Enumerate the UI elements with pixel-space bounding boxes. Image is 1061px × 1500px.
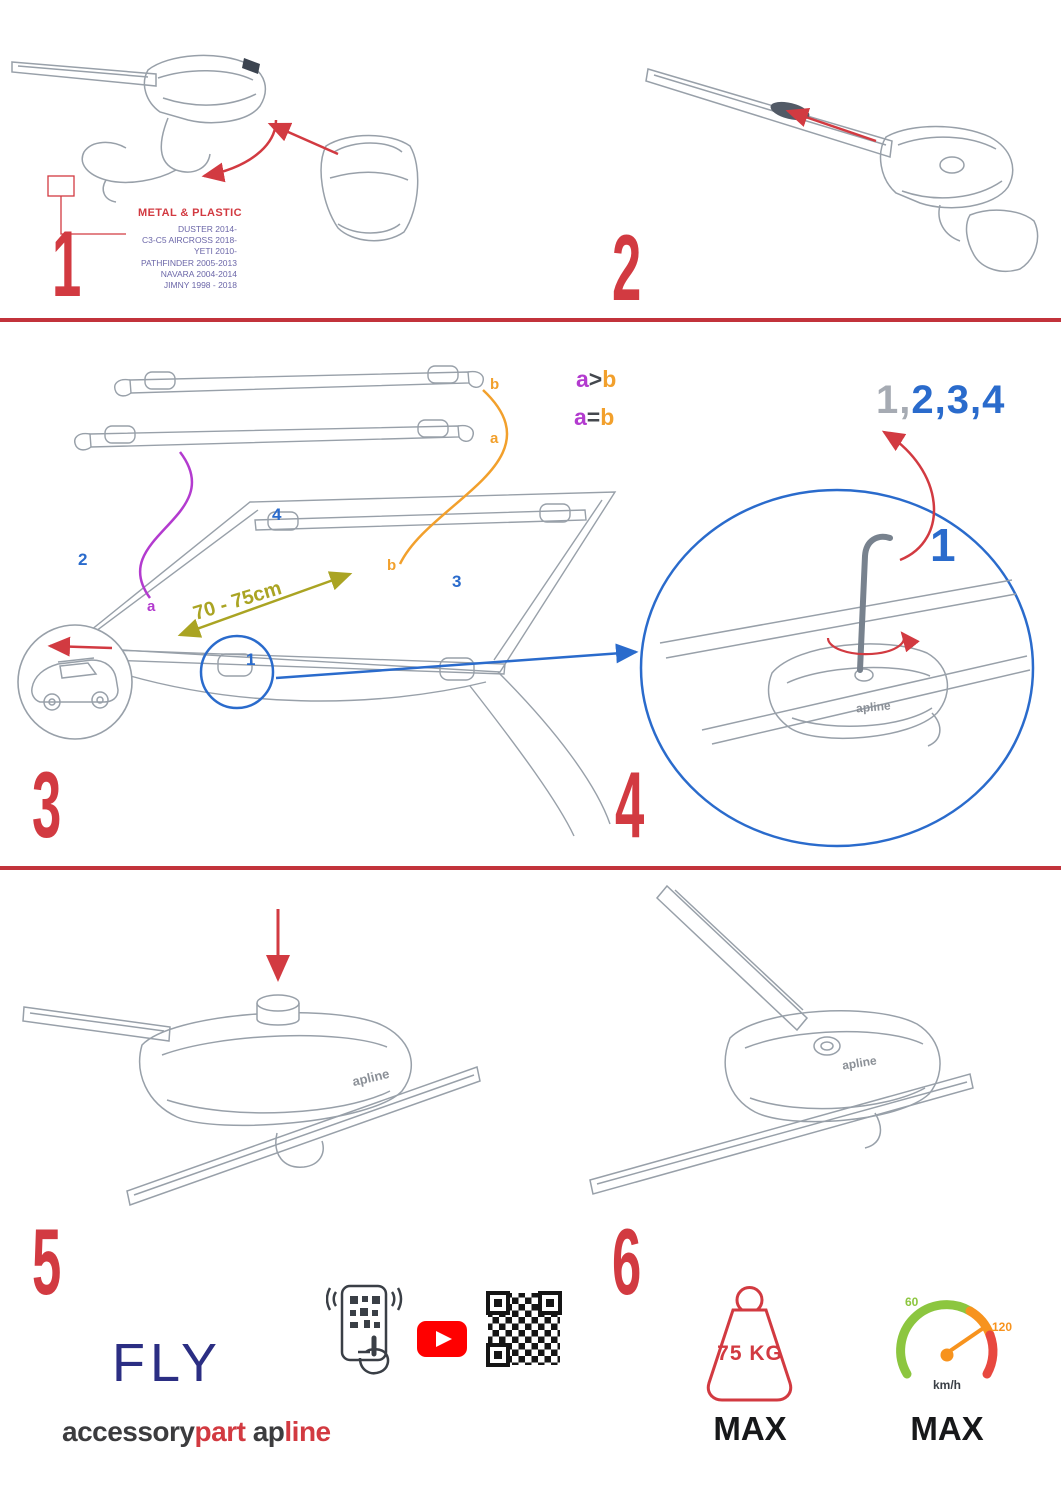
brand-line: line (284, 1416, 331, 1447)
badge-shape (242, 58, 260, 74)
speedometer-icon (896, 1300, 998, 1379)
weight-max-label: MAX (713, 1410, 787, 1447)
sequence-rest: 2,3,4 (911, 378, 1006, 422)
arrow-cover-to-foot (267, 122, 339, 156)
brand-ap: ap (252, 1416, 285, 1447)
step5-number: 5 (32, 1209, 62, 1314)
play-icon (436, 1331, 452, 1347)
material-label: METAL & PLASTIC (138, 207, 242, 219)
step6-mounted-foot-diagram (589, 884, 974, 1195)
arrow-foot-into-bar (785, 107, 877, 143)
rule-a-equals-b: a=b (574, 404, 614, 431)
car-direction-arrow (47, 636, 113, 657)
sequence-step-callout: 1 (930, 519, 956, 571)
product-name: FLY (112, 1333, 223, 1393)
clamp-callout-box (47, 175, 75, 197)
compatible-models-list: DUSTER 2014- C3-C5 AIRCROSS 2018- YETI 2… (87, 224, 237, 291)
youtube-icon (417, 1321, 467, 1357)
position-3-label: 3 (452, 572, 462, 591)
position-2-label: 2 (78, 550, 88, 569)
leader-to-models (60, 196, 126, 235)
magnified-view-ellipse (639, 488, 1035, 848)
step5-knob-diagram (22, 909, 481, 1206)
sequence-first: 1, (876, 378, 912, 422)
rule-left: a (574, 404, 587, 430)
position-4-label: 4 (272, 505, 282, 524)
rule-op: > (588, 366, 603, 392)
car-direction-inset (17, 624, 133, 740)
rule-right: b (600, 404, 615, 430)
model-line: DUSTER 2014- (177, 224, 237, 234)
step1-clamp-diagram (11, 54, 419, 242)
brand-logo: accessorypart apline (62, 1416, 331, 1448)
bar-a-label: a (490, 430, 499, 447)
qr-finder (486, 1291, 510, 1315)
model-line: JIMNY 1998 - 2018 (163, 280, 237, 291)
qr-finder (486, 1343, 510, 1367)
step4-tighten-detail-diagram (639, 488, 1035, 848)
brand-accessory: accessory (62, 1416, 195, 1447)
scan-phone-icon (326, 1284, 403, 1375)
qr-code (484, 1289, 564, 1369)
speed-tick-120: 120 (992, 1320, 1013, 1334)
section-divider (0, 318, 1061, 322)
model-line: PATHFINDER 2005-2013 (140, 257, 237, 268)
step2-number: 2 (612, 215, 642, 320)
distance-arrow (177, 571, 353, 638)
step3-number: 3 (32, 752, 62, 857)
arrow-foot-to-clamp (201, 119, 278, 183)
gauge-pivot (940, 1348, 954, 1362)
model-line: YETI 2010- (194, 246, 237, 257)
curve-bar-a (138, 451, 194, 599)
speed-unit-label: km/h (932, 1378, 961, 1392)
qr-finder (538, 1291, 562, 1315)
step3-roof-overview-diagram (17, 365, 617, 837)
curve-a-label: a (147, 598, 156, 615)
curve-b-label: b (387, 557, 397, 574)
rotation-arrow (826, 631, 920, 656)
rule-a-greater-b: a>b (576, 366, 616, 393)
speed-tick-60: 60 (905, 1295, 919, 1309)
step1-number: 1 (52, 211, 82, 316)
position-1-label: 1 (246, 650, 256, 669)
model-line: NAVARA 2004-2014 (160, 268, 237, 279)
gauge-needle (945, 1327, 984, 1355)
step4-number: 4 (615, 752, 645, 857)
step2-bar-end-diagram (645, 68, 1039, 273)
section-divider (0, 866, 1061, 870)
curve-bar-b (398, 389, 509, 565)
tighten-sequence: 1,2,3,4 (876, 378, 1005, 423)
bar-b-label: b (490, 376, 500, 393)
speed-max-label: MAX (910, 1410, 984, 1447)
brand-part: part (194, 1416, 246, 1447)
step6-number: 6 (612, 1209, 642, 1314)
rule-left: a (576, 366, 589, 392)
weight-limit-value: 75 KG (717, 1342, 783, 1365)
model-line: C3-C5 AIRCROSS 2018- (142, 235, 237, 246)
rule-op: = (586, 404, 601, 430)
rule-right: b (602, 366, 617, 392)
magnifier-circle (199, 634, 275, 710)
weight-limit-icon (706, 1286, 793, 1402)
